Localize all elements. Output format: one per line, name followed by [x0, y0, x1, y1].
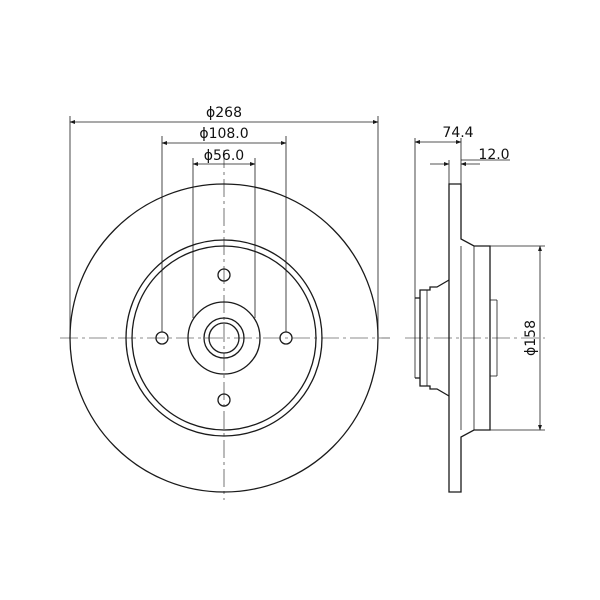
- front-view: ϕ268 ϕ108.0 ϕ56.0: [60, 105, 390, 500]
- center-bore-label: ϕ56.0: [204, 148, 244, 164]
- side-view: 74.4 12.0 ϕ158: [405, 125, 545, 493]
- bore-inner-circle: [208, 322, 240, 354]
- hub-circle: [187, 301, 261, 375]
- bolt-hole-bottom: [217, 393, 231, 407]
- bore-outer-circle: [203, 317, 245, 359]
- hat-inner-circle: [131, 245, 317, 431]
- hat-outer-circle: [125, 239, 323, 437]
- dimension-overall-height: 74.4: [414, 125, 474, 298]
- dimension-center-bore: ϕ56.0: [192, 148, 256, 318]
- hat-diameter-label: ϕ158: [523, 320, 539, 356]
- dimension-disc-thickness: 12.0: [430, 147, 510, 184]
- bolt-hole-top: [217, 268, 231, 282]
- overall-height-label: 74.4: [442, 125, 473, 141]
- bolt-circle-label: ϕ108.0: [199, 126, 248, 142]
- dimension-hat-diameter: ϕ158: [490, 245, 545, 431]
- disc-thickness-label: 12.0: [478, 147, 509, 163]
- outer-diameter-label: ϕ268: [206, 105, 242, 121]
- dimension-outer-diameter: ϕ268: [69, 105, 379, 338]
- dimension-bolt-circle: ϕ108.0: [161, 126, 287, 332]
- hub-boss-profile: [419, 279, 450, 397]
